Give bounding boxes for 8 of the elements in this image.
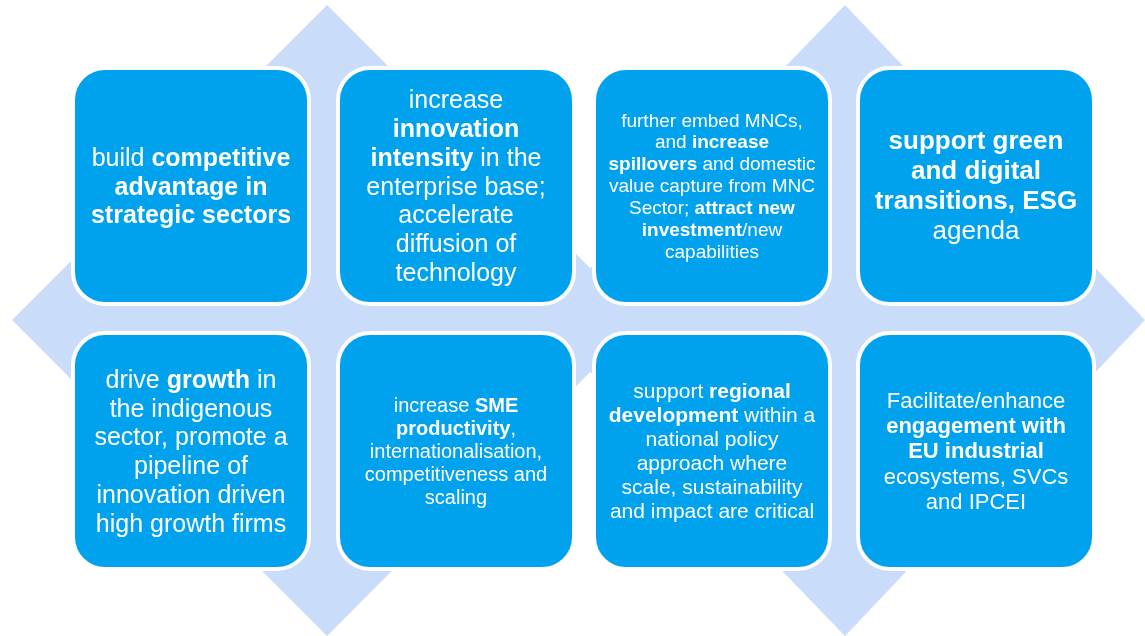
goal-box: increase innovation intensity in the enterprise base; accelerate diffusion of technology [336,66,576,306]
goal-box: further embed MNCs, and increase spillovers and domestic value capture from MNC Sector; attract new investment/new capabilities [592,66,832,306]
goal-box: increase SME productivity, internationalisation, competitiveness and scaling [336,331,576,571]
goal-box: support green and digital transitions, ESG agenda [856,66,1096,306]
goal-box: support regional development within a national policy approach where scale, sustainability and impact are critical [592,331,832,571]
goal-box: drive growth in the indigenous sector, promote a pipeline of innovation driven high growth firms [71,331,311,571]
goal-box: build competitive advantage in strategic sectors [71,66,311,306]
goal-box: Facilitate/enhance engagement with EU industrial ecosystems, SVCs and IPCEI [856,331,1096,571]
